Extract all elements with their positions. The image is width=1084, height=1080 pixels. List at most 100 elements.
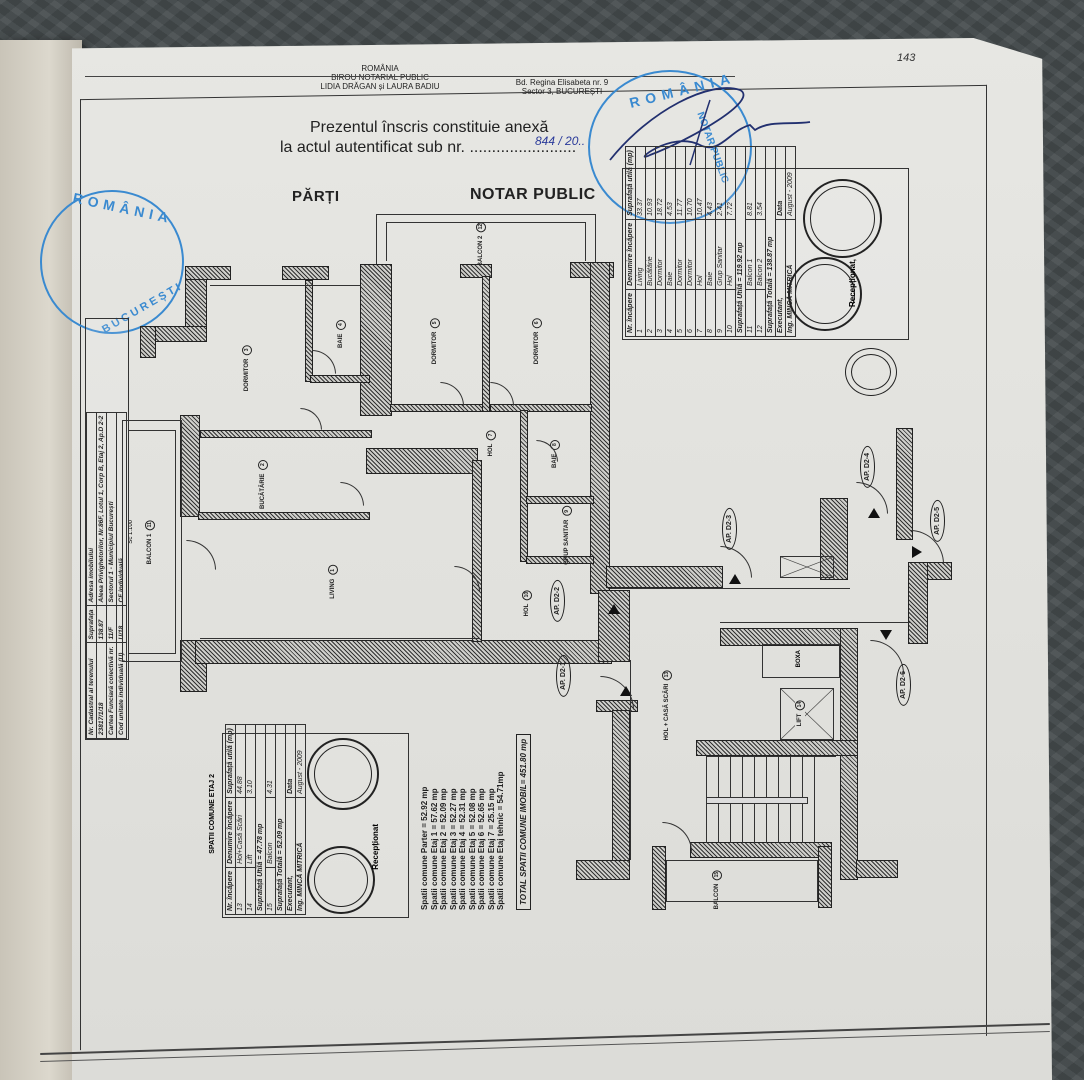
rooms-table: Nr. încăpere Denumire încăpere Suprafață…	[622, 146, 909, 340]
room-label-balcon-2: BALCON 2 12	[476, 222, 486, 266]
cell: 7	[695, 289, 706, 337]
date-label: Data	[775, 146, 786, 220]
wall	[606, 566, 723, 588]
entry-arrow-icon	[608, 604, 620, 614]
common-header-cell: Suprafață utilă (mp)	[225, 724, 236, 798]
apartment-marker-d2-4: AP. D2-4	[860, 446, 875, 488]
room-label-living: LIVING 1	[328, 565, 338, 599]
common-suprafata-utila: Suprafață Utilă = 47.78 mp	[255, 724, 266, 915]
cadastral-header-row: Nr. Cadastral al terenului Suprafața Adr…	[86, 412, 97, 739]
annex-statement: Prezentul înscris constituie anexă la ac…	[280, 118, 576, 158]
cell: 8	[705, 289, 716, 337]
parties-label: PĂRȚI	[292, 188, 340, 205]
room-name: DORMITOR	[432, 331, 438, 365]
room-name: DORMITOR	[244, 358, 250, 392]
cell: 2.41	[715, 146, 726, 220]
cell: Dormitor	[685, 219, 696, 290]
room-number: 2	[258, 460, 268, 470]
wall	[140, 326, 156, 358]
boxa-label: BOXĂ	[796, 650, 802, 668]
room-label-dormitor-6: DORMITOR 6	[532, 318, 542, 364]
wall	[180, 415, 200, 517]
common-space-item: Spatii comune Etaj 4 = 52.31 mp	[458, 788, 467, 910]
executant-label: Executant,	[285, 797, 296, 915]
entry-arrow-icon	[620, 686, 632, 696]
cad-cell: 138.87	[96, 606, 107, 643]
room-label-balcon-1: BALCON 1 11	[145, 520, 155, 564]
wall	[490, 404, 592, 412]
shaft-cross	[780, 556, 834, 578]
common-space-item: Spatii comune Etaj 1 = 57.62 mp	[429, 788, 439, 910]
cell: 10.47	[695, 146, 706, 220]
cell: Balcon 1	[745, 219, 756, 290]
cell: 3.10	[245, 724, 256, 798]
cell: Hol	[725, 219, 736, 290]
cell: Dormitor	[655, 219, 666, 290]
entry-arrow-icon	[868, 508, 880, 518]
cell: 3.54	[755, 146, 766, 220]
common-space-item: Spatii comune Etaj 2 = 52.09 mp	[439, 788, 448, 910]
dimension-line	[720, 622, 910, 623]
common-header-cell: Nr. încăpere	[225, 867, 236, 915]
cell: 4	[665, 289, 676, 337]
entry-arrow-icon	[729, 574, 741, 584]
rooms-table-inner: Nr. încăpere Denumire încăpere Suprafață…	[625, 146, 796, 337]
cell: 13	[235, 867, 246, 915]
cell: Baie	[665, 219, 676, 290]
wall	[526, 556, 594, 564]
cell: 33.37	[635, 146, 646, 220]
common-suprafata-totala: Suprafață Totală = 52.09 mp	[275, 724, 286, 915]
cadastral-row: Cartea Funciară colectivă nr. 11/F Secto…	[106, 412, 117, 739]
wall	[526, 496, 594, 504]
wall	[652, 846, 666, 910]
boxa-outline	[762, 644, 840, 678]
rooms-total-row: Suprafață Utilă = 119.92 mp	[735, 146, 746, 337]
left-book-page	[0, 40, 82, 1080]
room-label-bucatarie: BUCĂTĂRIE 2	[258, 460, 268, 509]
room-name: DORMITOR	[534, 331, 540, 365]
common-total-row: Suprafață Utilă = 47.78 mp	[255, 724, 266, 915]
room-label-dormitor-3: DORMITOR 3	[242, 345, 252, 391]
notary-stamp-left: ROMÂNIA BUCUREȘTI	[40, 190, 185, 336]
header-divider	[85, 76, 735, 77]
annex-line-2: la actul autentificat sub nr. ..........…	[280, 139, 577, 156]
cell: 15	[265, 867, 276, 915]
cell: Balcon	[265, 797, 276, 868]
balcony-15-outline	[666, 860, 818, 902]
cadastral-table-inner: Nr. Cadastral al terenului Suprafața Adr…	[86, 319, 127, 739]
common-spaces-list: Spatii comune Parter = 52.92 mp Spatii c…	[420, 733, 531, 910]
cell: 11.77	[675, 146, 686, 220]
executant-label: Executant,	[775, 219, 786, 337]
cell: 10.93	[645, 146, 656, 220]
common-spaces-table: SPATII COMUNE ETAJ 2 Nr. încăpere Denumi…	[209, 724, 409, 918]
cell: 7.72	[725, 146, 736, 220]
cell: 2	[645, 289, 656, 337]
page-number: 143	[897, 52, 916, 64]
balcony-1-inner	[128, 430, 176, 654]
wall	[360, 264, 392, 416]
cad-header-cell: Adresa imobilului	[86, 412, 97, 606]
room-label-hol-10: HOL 10	[522, 590, 532, 616]
cell: Bucătărie	[645, 219, 656, 290]
ministry-stamp	[788, 257, 862, 331]
common-spaces-total: TOTAL SPATII COMUNE IMOBIL= 451.80 mp	[515, 733, 531, 910]
cell: Balcon 2	[755, 219, 766, 290]
room-number: 3	[242, 345, 252, 355]
cad-cell: Aleea Privighetorilor, Nr.86F, Lotul 1, …	[96, 412, 107, 606]
wall	[598, 590, 630, 662]
cell: 10.70	[685, 146, 696, 220]
wall	[185, 266, 231, 280]
room-number: 7	[486, 430, 496, 440]
room-number: 9	[562, 506, 572, 516]
wall	[195, 640, 612, 664]
admin-stamp	[307, 738, 379, 810]
room-label-hol-7: HOL 7	[486, 430, 496, 456]
rooms-header-cell: Suprafață utilă (mp)	[625, 146, 636, 220]
suprafata-totala: Suprafață Totală = 138.87 mp	[765, 146, 776, 337]
cell: 14	[245, 867, 256, 915]
staircase	[706, 756, 836, 843]
